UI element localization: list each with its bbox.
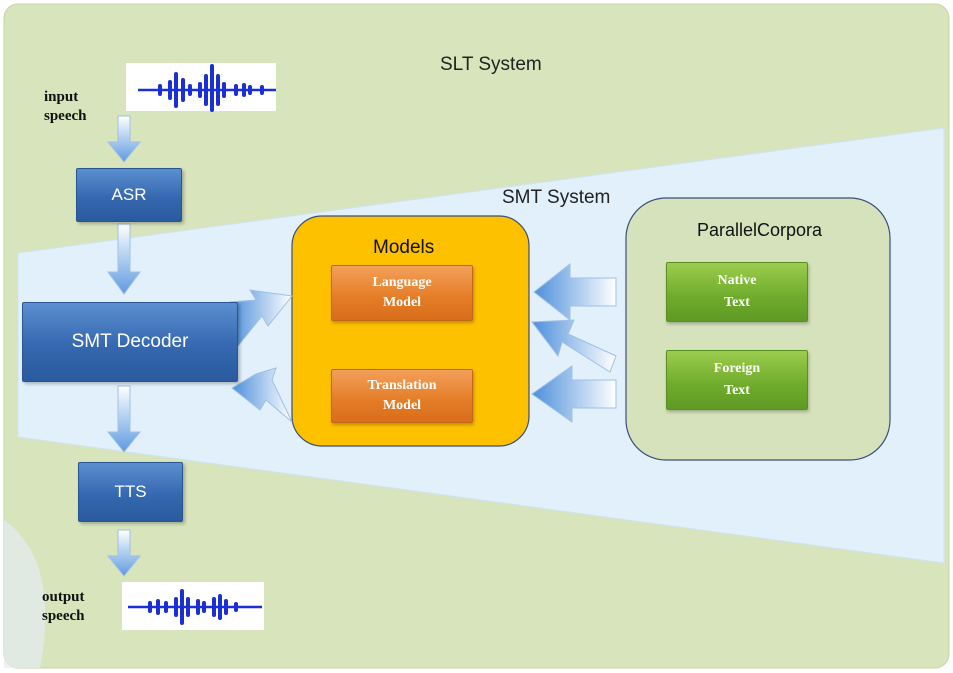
asr-label: ASR bbox=[111, 185, 147, 204]
language-model-box: Language Model bbox=[331, 265, 473, 321]
arrow-left-icon bbox=[231, 367, 293, 423]
arrow-left-icon bbox=[531, 365, 617, 423]
arrow-down-icon bbox=[106, 115, 142, 163]
waveform-icon bbox=[126, 63, 276, 112]
output-speech-label: output speech bbox=[42, 588, 85, 626]
input-speech-label: input speech bbox=[44, 88, 87, 126]
translation-model-box: Translation Model bbox=[331, 369, 473, 423]
output-speech-line1: output bbox=[42, 589, 85, 605]
tts-label: TTS bbox=[114, 482, 147, 501]
waveform-icon bbox=[122, 582, 264, 630]
slt-system-label: SLT System bbox=[440, 54, 542, 75]
foreign-text-line1: Foreign bbox=[713, 361, 761, 376]
foreign-text-box: Foreign Text bbox=[666, 350, 808, 410]
smt-decoder-label: SMT Decoder bbox=[71, 331, 189, 352]
arrow-down-icon bbox=[107, 223, 141, 295]
native-text-line1: Native bbox=[717, 273, 757, 288]
parallel-corpora-title: ParallelCorpora bbox=[697, 220, 823, 240]
translation-model-line2: Model bbox=[382, 398, 422, 413]
corner-decoration bbox=[4, 520, 46, 668]
output-speech-line2: speech bbox=[42, 608, 85, 624]
language-model-line1: Language bbox=[372, 275, 432, 290]
asr-box: ASR bbox=[76, 168, 182, 222]
arrow-down-icon bbox=[106, 529, 142, 577]
native-text-line2: Text bbox=[724, 295, 750, 310]
translation-model-line1: Translation bbox=[367, 378, 437, 393]
native-text-box: Native Text bbox=[666, 262, 808, 322]
input-speech-line2: speech bbox=[44, 108, 87, 124]
input-speech-line1: input bbox=[44, 89, 79, 105]
smt-system-label: SMT System bbox=[502, 187, 611, 208]
tts-box: TTS bbox=[78, 462, 183, 522]
smt-decoder-box: SMT Decoder bbox=[22, 302, 238, 382]
arrow-left-icon bbox=[531, 319, 617, 373]
foreign-text-line2: Text bbox=[724, 383, 750, 398]
arrow-left-icon bbox=[533, 262, 617, 322]
arrow-down-icon bbox=[106, 385, 142, 453]
language-model-line2: Model bbox=[382, 295, 422, 310]
models-title: Models bbox=[373, 237, 435, 258]
